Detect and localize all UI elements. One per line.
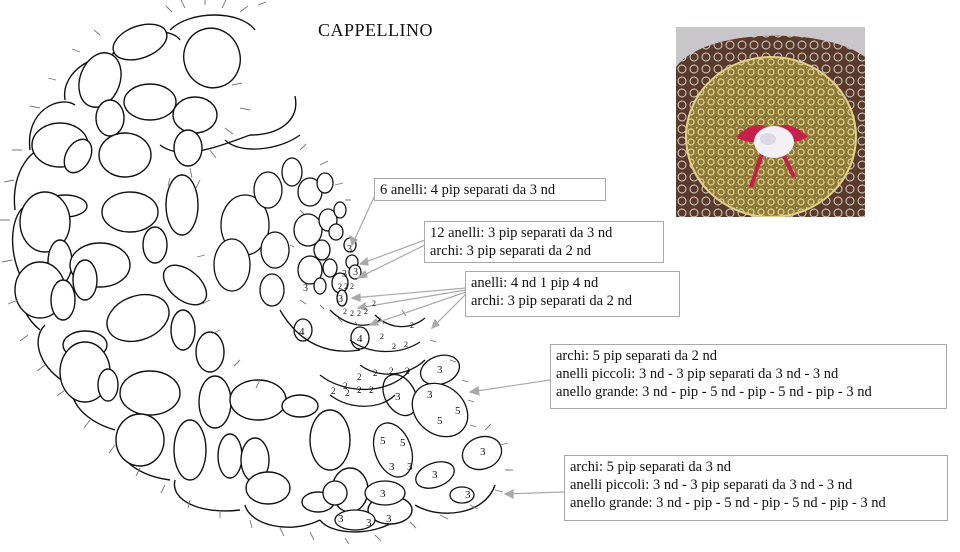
instruction-note: anelli: 4 nd 1 pip 4 nd archi: 3 pip sep… (465, 271, 680, 317)
ring-label: 2 (364, 307, 368, 316)
note-line: anelli piccoli: 3 nd - 3 pip separati da… (556, 366, 839, 382)
ring-label: 3 (480, 446, 486, 458)
ring-label: 2 (389, 366, 394, 376)
instruction-note: archi: 5 pip separati da 2 nd anelli pic… (550, 344, 947, 409)
note-line: anelli piccoli: 3 nd - 3 pip separati da… (570, 477, 853, 493)
ring-label: 2 (357, 372, 362, 382)
ring-label: 2 (343, 307, 347, 316)
ring-labels: 3 3 3 3 2 2 2 3 4 4 2 2 2 2 2 2 2 2 2 2 … (299, 244, 486, 529)
ring-label: 3 (465, 489, 471, 501)
instruction-note: archi: 5 pip separati da 3 nd anelli pic… (564, 455, 948, 521)
note-line: archi: 3 pip separati da 2 nd (430, 243, 592, 259)
ring-label: 3 (353, 267, 358, 278)
ring-label: 2 (357, 309, 361, 318)
ring-label: 3 (437, 364, 443, 376)
ring-label: 2 (331, 386, 336, 396)
note-line: archi: 5 pip separati da 2 nd (556, 348, 718, 364)
note-line: 6 anelli: 4 pip separati da 3 nd (380, 182, 556, 198)
ring-label: 4 (357, 333, 363, 345)
ring-label: 2 (410, 321, 414, 330)
note-line: anello grande: 3 nd - pip - 5 nd - pip -… (570, 495, 886, 511)
ring-label: 3 (338, 294, 343, 305)
ring-label: 2 (372, 299, 376, 308)
ring-label: 5 (400, 437, 406, 449)
ring-label: 2 (338, 282, 342, 291)
ring-label: 2 (343, 381, 348, 391)
ring-label: 3 (347, 244, 352, 255)
diagram-title: CAPPELLINO (318, 20, 434, 40)
ring-label: 2 (373, 368, 378, 378)
note-line: 12 anelli: 3 pip separati da 3 nd (430, 225, 613, 241)
ring-label: 3 (407, 461, 413, 473)
ring-label: 3 (427, 389, 433, 401)
pointer-lines (349, 192, 565, 499)
ring-label: 2 (350, 309, 354, 318)
ring-label: 2 (350, 282, 354, 291)
note-line: archi: 3 pip separati da 2 nd (471, 293, 633, 309)
ring-label: 3 (389, 461, 395, 473)
ring-label: 3 (380, 488, 386, 500)
picots (0, 0, 513, 545)
ring-label: 3 (303, 283, 308, 294)
ring-label: 5 (380, 435, 386, 447)
note-line: anelli: 4 nd 1 pip 4 nd (471, 275, 599, 291)
ring-label: 2 (404, 340, 408, 349)
ring-label: 2 (380, 332, 384, 341)
ring-label: 2 (405, 366, 410, 376)
doily-photo (676, 27, 865, 217)
ring-label: 3 (366, 517, 372, 529)
note-line: archi: 5 pip separati da 3 nd (570, 459, 732, 475)
large-rings (14, 23, 413, 525)
ring-label: 2 (369, 385, 374, 395)
ring-label: 2 (357, 385, 362, 395)
ring-label: 4 (299, 326, 305, 338)
instruction-note: 6 anelli: 4 pip separati da 3 nd (374, 178, 606, 201)
inner-rings (213, 134, 503, 531)
outer-rings (12, 14, 496, 533)
ring-label: 2 (345, 388, 350, 398)
doily-photo-image (676, 27, 865, 217)
instruction-note: 12 anelli: 3 pip separati da 3 nd archi:… (424, 221, 664, 263)
ring-label: 3 (338, 513, 344, 525)
ring-label: 3 (432, 469, 438, 481)
ring-label: 5 (437, 415, 443, 427)
ring-label: 5 (455, 405, 461, 417)
ring-label: 3 (342, 269, 347, 280)
ring-label: 2 (344, 282, 348, 291)
ring-label: 3 (386, 513, 392, 525)
ring-label: 3 (395, 391, 401, 403)
note-line: anello grande: 3 nd - pip - 5 nd - pip -… (556, 384, 872, 400)
ring-label: 2 (392, 342, 396, 351)
